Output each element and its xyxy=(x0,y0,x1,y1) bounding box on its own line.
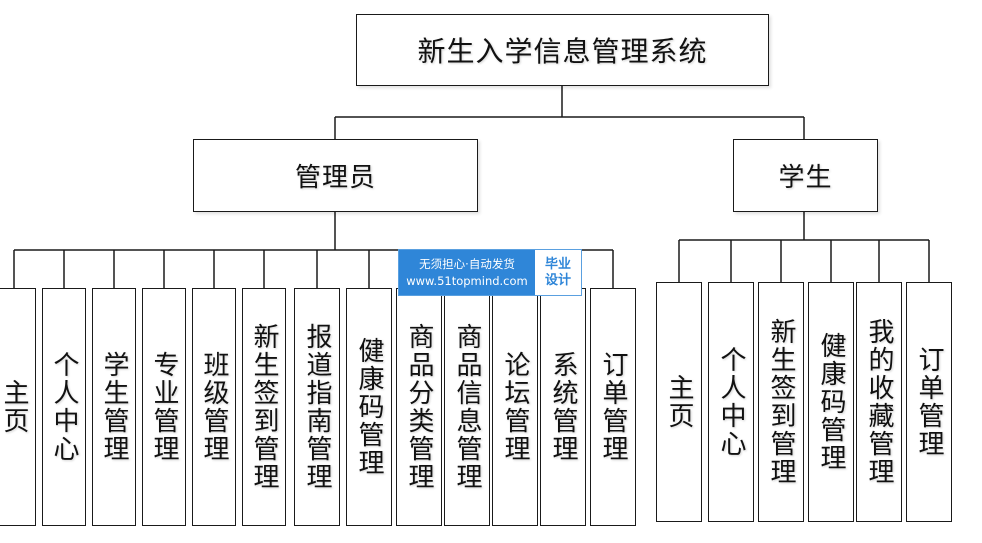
watermark-tag: 毕业 设计 xyxy=(535,250,581,295)
module-admin-13: 订单管理 xyxy=(590,288,636,526)
module-student-3: 新生签到管理 xyxy=(758,282,804,522)
module-admin-6: 新生签到管理 xyxy=(242,288,286,526)
module-student-5: 我的收藏管理 xyxy=(856,282,902,522)
module-label: 我的收藏管理 xyxy=(864,318,894,486)
module-admin-8: 健康码管理 xyxy=(346,288,392,526)
module-label: 商品信息管理 xyxy=(452,323,482,491)
watermark-tag-line-1: 毕业 xyxy=(544,256,571,272)
module-label: 主页 xyxy=(0,379,29,435)
module-admin-5: 班级管理 xyxy=(192,288,236,526)
module-student-6: 订单管理 xyxy=(906,282,952,522)
module-admin-11: 论坛管理 xyxy=(492,288,538,526)
module-label: 健康码管理 xyxy=(816,332,846,472)
role-node-student: 学生 xyxy=(733,139,878,212)
module-admin-2: 个人中心 xyxy=(42,288,86,526)
module-label: 系统管理 xyxy=(548,351,578,463)
module-label: 个人中心 xyxy=(49,351,79,463)
watermark-text: 无须担心·自动发货 www.51topmind.com xyxy=(399,250,535,295)
module-student-2: 个人中心 xyxy=(708,282,754,522)
module-admin-1: 主页 xyxy=(0,288,36,526)
watermark-line-2: www.51topmind.com xyxy=(406,273,528,288)
module-label: 新生签到管理 xyxy=(249,323,279,491)
module-label: 主页 xyxy=(664,374,694,430)
role-label-student: 学生 xyxy=(778,163,833,193)
module-label: 商品分类管理 xyxy=(404,323,434,491)
watermark-tag-line-2: 设计 xyxy=(544,272,571,288)
module-admin-9: 商品分类管理 xyxy=(396,288,442,526)
root-label: 新生入学信息管理系统 xyxy=(417,35,708,68)
role-label-admin: 管理员 xyxy=(294,163,376,193)
module-label: 个人中心 xyxy=(716,346,746,458)
module-label: 论坛管理 xyxy=(500,351,530,463)
module-label: 健康码管理 xyxy=(354,337,384,477)
module-label: 新生签到管理 xyxy=(766,318,796,486)
module-admin-4: 专业管理 xyxy=(142,288,186,526)
module-label: 专业管理 xyxy=(149,351,179,463)
module-admin-7: 报道指南管理 xyxy=(294,288,340,526)
module-admin-3: 学生管理 xyxy=(92,288,136,526)
module-student-1: 主页 xyxy=(656,282,702,522)
root-node: 新生入学信息管理系统 xyxy=(356,14,769,86)
role-node-admin: 管理员 xyxy=(193,139,478,212)
watermark-line-1: 无须担心·自动发货 xyxy=(419,256,515,271)
module-admin-12: 系统管理 xyxy=(540,288,586,526)
module-label: 班级管理 xyxy=(199,351,229,463)
watermark-badge: 无须担心·自动发货 www.51topmind.com 毕业 设计 xyxy=(398,249,582,296)
module-admin-10: 商品信息管理 xyxy=(444,288,490,526)
module-label: 订单管理 xyxy=(598,351,628,463)
module-label: 订单管理 xyxy=(914,346,944,458)
module-label: 学生管理 xyxy=(99,351,129,463)
module-student-4: 健康码管理 xyxy=(808,282,854,522)
module-label: 报道指南管理 xyxy=(302,323,332,491)
